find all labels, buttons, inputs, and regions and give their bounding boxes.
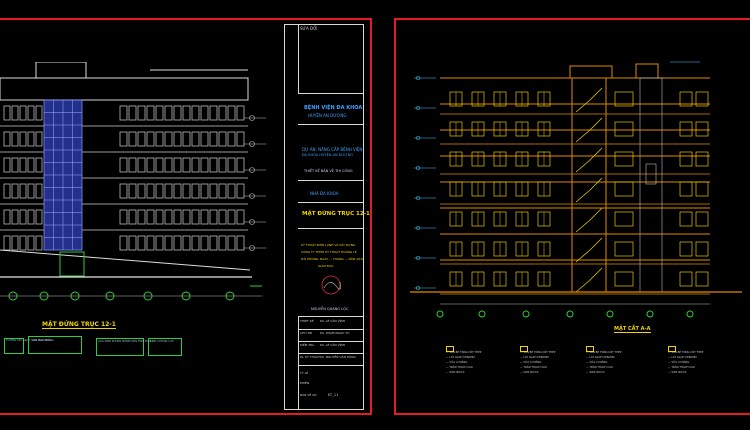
legend-item-4 (148, 338, 182, 356)
note-marker (668, 346, 676, 352)
legend-item-3 (96, 338, 144, 356)
revision-label: SỬA ĐỔI (300, 26, 318, 31)
left-elevation-drawing[interactable] (0, 62, 270, 312)
note-line: — LÁT GẠCH CERAMIC (446, 356, 476, 359)
company-line-3: HẢI PHÒNG, NGÀY ... THÁNG ... NĂM 2018 (301, 257, 364, 261)
note-line: — SÀN BÊ TÔNG CỐT THÉP (586, 351, 622, 354)
title-block-person: KS. PHẠM NGỌC TÚ (320, 331, 350, 335)
note-line: — TRẦN THẠCH CAO (520, 366, 547, 369)
title-block-row-divider (298, 329, 364, 330)
title-block-person: KS. NGUYỄN VĂN HÙNG (320, 355, 356, 359)
note-line: — SƠN NƯỚC (668, 371, 687, 374)
title-block-role: KIỂM TRA (300, 343, 315, 347)
right-grid-axis (436, 303, 710, 318)
left-grid-axis (0, 285, 262, 301)
legend-text-4: KÍNH CƯỜNG LỰC (150, 340, 174, 343)
director-signature-icon (321, 275, 341, 295)
title-block-row-divider (298, 341, 364, 342)
left-drawing-caption: MẶT ĐỨNG TRỤC 12-1 (42, 321, 116, 329)
title-block-row-divider (298, 353, 364, 354)
title-block-person: KS. LÊ VĂN VĨNH (320, 319, 346, 323)
note-line: — TRẦN THẠCH CAO (668, 366, 695, 369)
note-line: — VỮA XI MĂNG (520, 361, 542, 364)
legend-text-3: CỬA KÍNH KHUNG NHÔM SƠN TĨNH ĐIỆN (98, 340, 152, 343)
sheet-title: MẶT ĐỨNG TRỤC 12-1 (302, 211, 370, 217)
title-block-row-divider (298, 365, 364, 366)
title-block-scale-label: TỶ LỆ (300, 371, 309, 375)
building-label: NHÀ ĐA KHOA (310, 191, 339, 196)
company-line-1: KỸ THUẬT ĐIỆN LẠNH VÀ XÂY DỰNG (301, 243, 356, 247)
legend-text-2: LAN CAN INOX (32, 339, 51, 342)
note-line: — LÁT GẠCH CERAMIC (668, 356, 698, 359)
note-line: — SÀN BÊ TÔNG CỐT THÉP (668, 351, 704, 354)
note-marker (520, 346, 528, 352)
note-line: — SƠN NƯỚC (586, 371, 605, 374)
right-section-drawing[interactable] (410, 58, 742, 308)
note-line: — SƠN NƯỚC (446, 371, 465, 374)
left-sheet-frame (0, 18, 372, 415)
sheet-number: KT_11 (328, 393, 339, 397)
director-label: GIÁM ĐỐC (318, 264, 334, 268)
note-line: — SÀN BÊ TÔNG CỐT THÉP (520, 351, 556, 354)
legend-item-2 (28, 336, 82, 354)
title-block[interactable]: SỬA ĐỔI BỆNH VIỆN ĐA KHOA HUYỆN AN DƯƠNG… (284, 24, 370, 410)
note-line: — TRẦN THẠCH CAO (586, 366, 613, 369)
note-line: — LÁT GẠCH CERAMIC (586, 356, 616, 359)
title-block-sheet-no-label: BẢN VẼ SỐ (300, 393, 317, 397)
title-block-role: QL KỸ THUẬT (300, 355, 320, 359)
note-line: — LÁT GẠCH CERAMIC (520, 356, 550, 359)
client-name: BỆNH VIỆN ĐA KHOA (304, 105, 363, 111)
legend-item-1 (4, 338, 24, 354)
title-block-role: THIẾT KẾ (300, 319, 314, 323)
note-line: — VỮA XI MĂNG (446, 361, 468, 364)
note-line: — SƠN NƯỚC (520, 371, 539, 374)
note-line: — TRẦN THẠCH CAO (446, 366, 473, 369)
right-drawing-caption: MẶT CẮT A-A (614, 326, 651, 333)
title-block-person: KS. LÊ VĂN VĨNH (320, 343, 346, 347)
title-block-role: CHỦ TRÌ (300, 331, 313, 335)
legend-text-1: TƯỜNG XÂY GẠCH SƠN MÀU TRẮNG (6, 339, 54, 342)
project-label: DỰ ÁN: NÂNG CẤP BỆNH VIỆN (302, 147, 363, 152)
signer-name: NGUYỄN QUANG LỘC (311, 307, 349, 311)
note-marker (586, 346, 594, 352)
title-block-phase-label: PHIÊN (300, 381, 310, 385)
note-line: — VỮA XI MĂNG (668, 361, 690, 364)
note-line: — VỮA XI MĂNG (586, 361, 608, 364)
phase-label: THIẾT KẾ BẢN VẼ THI CÔNG (304, 169, 353, 173)
note-marker (446, 346, 454, 352)
project-sub: ĐA KHOA HUYỆN AN DƯƠNG (302, 153, 353, 157)
client-sub: HUYỆN AN DƯƠNG (308, 113, 347, 118)
company-line-2: CÔNG TY TNHH KỸ THUẬT HOÀNG LÊ (301, 250, 357, 254)
right-sheet-frame (394, 18, 750, 415)
note-line: — SÀN BÊ TÔNG CỐT THÉP (446, 351, 482, 354)
